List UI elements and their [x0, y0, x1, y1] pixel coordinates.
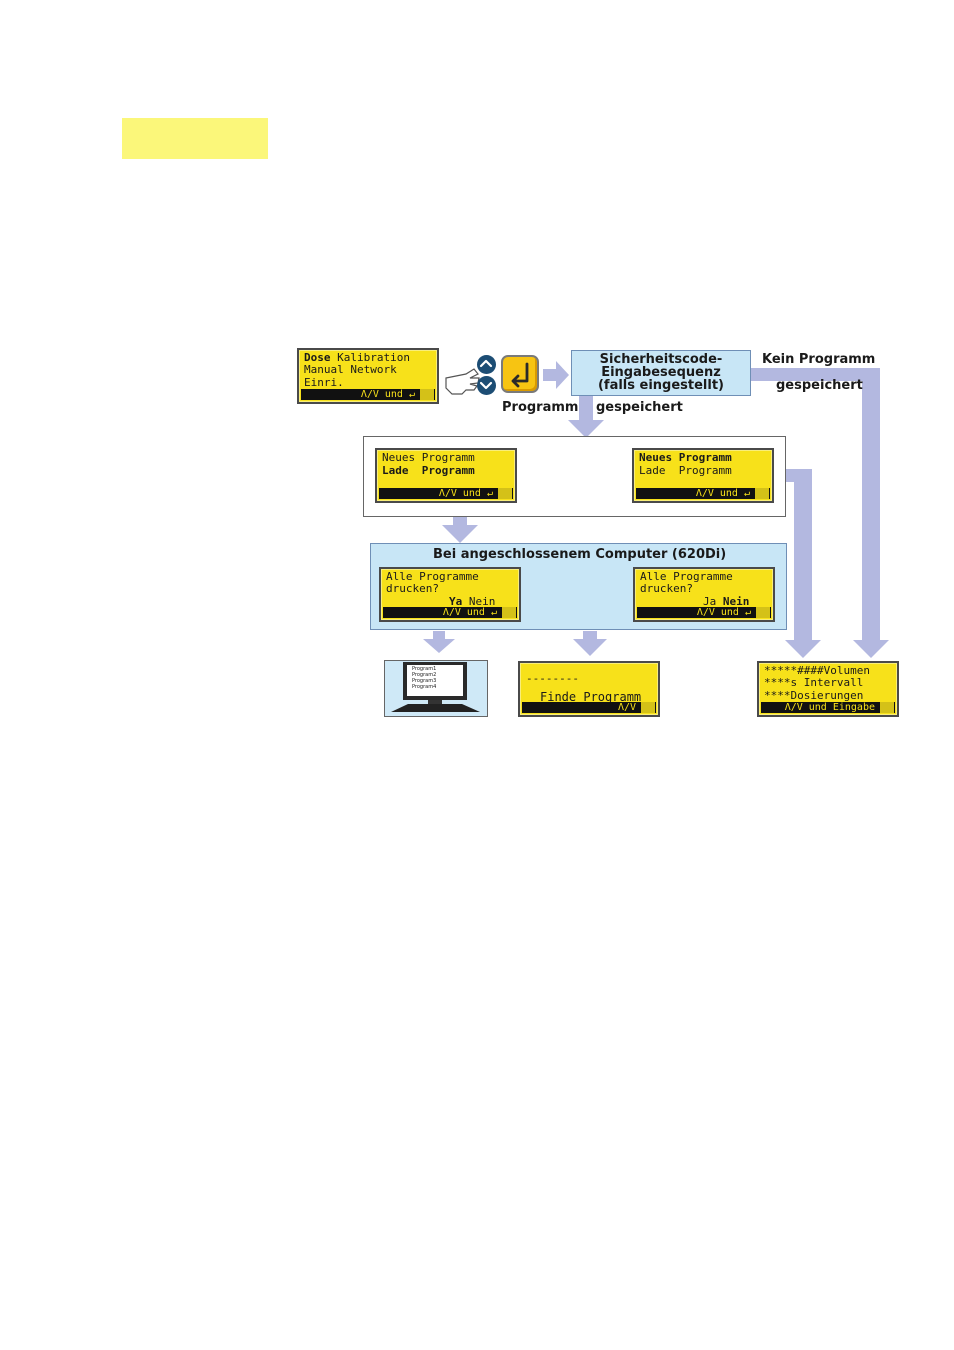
display-footer: Λ/V und ↵ — [383, 607, 517, 618]
display-footer: Λ/V und Eingabe — [761, 702, 895, 713]
monitor-line: Program4 — [412, 684, 437, 690]
load-right-line-2: Lade Programm — [639, 464, 732, 477]
arrow-down-to-computer — [442, 504, 478, 543]
display-footer: Λ/V — [522, 702, 656, 713]
print-right-line-1: Alle Programme — [640, 570, 733, 583]
label-programm: Programm — [502, 400, 579, 415]
pointing-hand-icon — [445, 368, 480, 395]
monitor-line: Program3 — [412, 678, 437, 684]
display-footer: Λ/V und ↵ — [636, 488, 770, 499]
print-right-line-2: drucken? — [640, 582, 693, 595]
display-find-program: -------- Finde Programm Λ/V — [518, 661, 660, 717]
display-load-right: Neues Programm Lade Programm Λ/V und ↵ — [632, 448, 774, 503]
chevron-down-icon — [479, 381, 493, 390]
menu-dose: Dose — [304, 351, 331, 364]
option-nein-bold: Nein — [722, 595, 750, 608]
find-program-text: Finde Programm — [540, 690, 642, 704]
security-code-box: Sicherheitscode- Eingabesequenz (falls e… — [571, 350, 751, 396]
display-footer: Λ/V und ↵ — [301, 389, 435, 400]
arrow-down-to-monitor — [423, 631, 455, 653]
monitor-program-list: Program1 Program2 Program3 Program4 — [412, 666, 436, 690]
menu-line-2: Manual Network — [304, 363, 397, 376]
option-ja: Ja — [703, 595, 723, 608]
volume-line-1: *****####Volumen — [764, 664, 870, 677]
display-footer: Λ/V und ↵ — [637, 607, 771, 618]
volume-line-2: ****s Intervall — [764, 676, 864, 689]
chevron-up-icon — [479, 359, 493, 368]
display-load-left: Neues Programm Lade Programm Λ/V und ↵ — [375, 448, 517, 503]
display-corner — [755, 488, 769, 499]
print-left-line-2: drucken? — [386, 582, 439, 595]
print-left-line-1: Alle Programme — [386, 570, 479, 583]
monitor-line: Program2 — [412, 672, 437, 678]
display-volume: *****####Volumen ****s Intervall ****Dos… — [757, 661, 899, 717]
menu-line-3: Einri. — [304, 376, 344, 389]
volume-line-3: ****Dosierungen — [764, 689, 864, 702]
option-ya: Ya — [449, 595, 463, 608]
display-print-right: Alle Programme drucken? Ja Nein Λ/V und … — [633, 567, 775, 622]
load-left-line-1: Neues Programm — [382, 451, 475, 464]
display-corner — [420, 389, 434, 400]
arrow-down-to-find — [573, 631, 607, 656]
label-kein-programm: Kein Programm — [762, 352, 876, 367]
display-print-left: Alle Programme drucken? Ya Nein Λ/V und … — [379, 567, 521, 622]
security-line-2: Eingabesequenz — [601, 365, 721, 380]
display-corner — [756, 607, 770, 618]
display-corner — [502, 607, 516, 618]
return-icon — [511, 362, 529, 388]
display-corner — [498, 488, 512, 499]
menu-kalibration: Kalibration — [330, 351, 410, 364]
find-dashes: -------- — [526, 672, 579, 685]
load-left-line-2: Lade Programm — [382, 464, 475, 477]
monitor-line: Program1 — [412, 666, 437, 672]
option-nein: Nein — [462, 595, 496, 608]
load-right-line-1: Neues Programm — [639, 451, 732, 464]
arrow-to-security — [543, 361, 569, 389]
highlight-block — [122, 118, 268, 159]
computer-box-title: Bei angeschlossenem Computer (620Di) — [433, 547, 727, 562]
display-footer: Λ/V und ↵ — [379, 488, 513, 499]
arrow-kein-programm — [751, 368, 889, 658]
display-main-menu: Dose Kalibration Manual Network Einri. Λ… — [297, 348, 439, 404]
arrow-down-to-load — [568, 396, 604, 438]
display-corner — [880, 702, 894, 713]
label-gespeichert-right: gespeichert — [776, 378, 863, 393]
display-corner — [641, 702, 655, 713]
down-arrow-button[interactable] — [477, 376, 496, 395]
arrow-load-to-volume — [774, 469, 821, 658]
security-line-1: Sicherheitscode- — [599, 352, 723, 367]
enter-key[interactable] — [501, 355, 539, 393]
security-line-3: (falls eingestellt) — [597, 378, 725, 393]
up-arrow-button[interactable] — [477, 355, 496, 374]
label-gespeichert-mid: gespeichert — [596, 400, 683, 415]
